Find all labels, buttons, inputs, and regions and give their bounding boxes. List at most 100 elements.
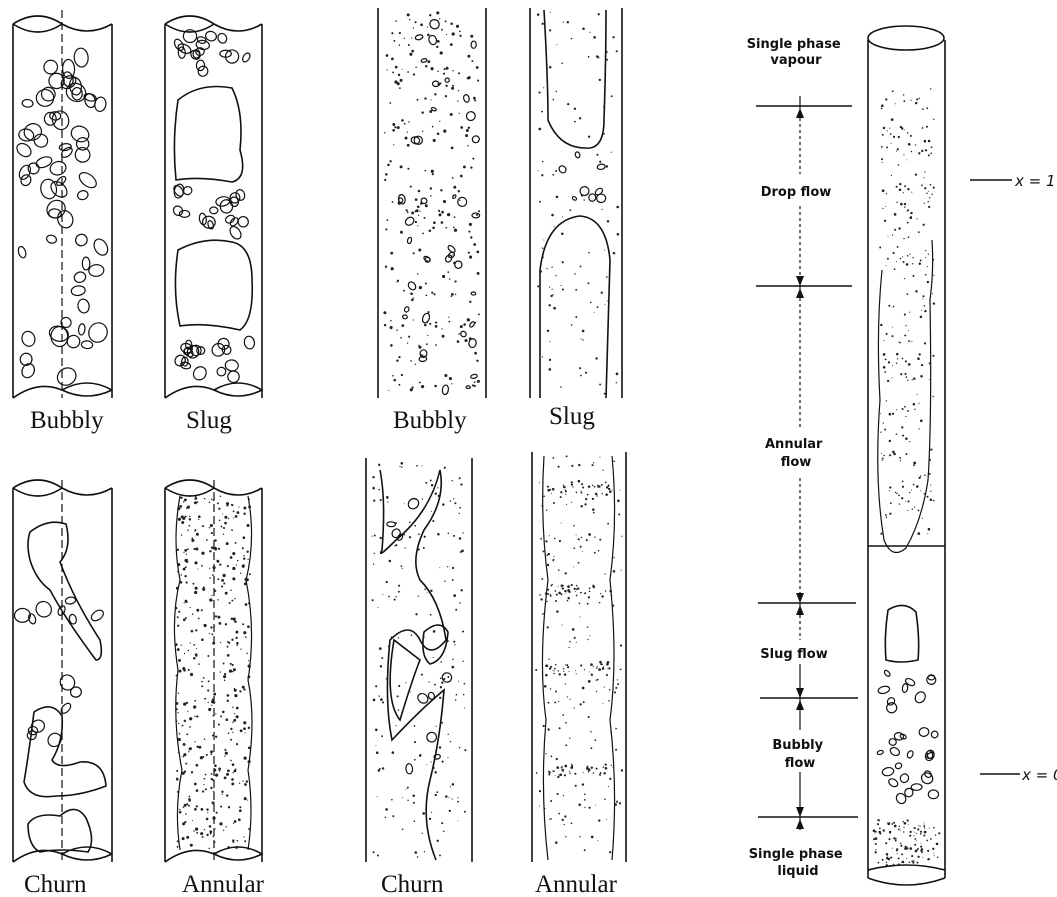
droplet — [582, 783, 584, 785]
droplet — [906, 263, 909, 266]
droplet — [227, 769, 230, 772]
droplet — [417, 99, 419, 101]
droplet — [610, 594, 612, 596]
droplet — [617, 683, 619, 685]
droplet — [584, 793, 586, 795]
droplet — [248, 727, 250, 729]
droplet — [567, 664, 569, 666]
droplet — [569, 209, 571, 211]
droplet — [242, 547, 244, 549]
droplet — [891, 118, 894, 121]
droplet — [188, 805, 190, 807]
droplet — [219, 770, 221, 772]
droplet — [617, 499, 620, 502]
droplet — [539, 201, 541, 203]
droplet — [573, 525, 575, 527]
droplet — [896, 150, 897, 151]
droplet — [912, 379, 913, 380]
droplet — [564, 824, 565, 825]
droplet — [600, 593, 601, 594]
droplet — [920, 419, 923, 422]
droplet — [914, 844, 916, 846]
droplet — [550, 688, 551, 689]
droplet — [419, 754, 422, 757]
droplet — [221, 579, 224, 582]
droplet — [892, 234, 893, 235]
droplet — [547, 486, 549, 488]
droplet — [433, 630, 436, 633]
droplet — [443, 200, 446, 203]
droplet — [439, 121, 440, 122]
droplet — [542, 247, 544, 249]
droplet — [550, 666, 552, 668]
droplet — [567, 597, 569, 599]
droplet — [419, 286, 422, 289]
droplet — [895, 840, 897, 842]
droplet — [890, 502, 892, 504]
droplet — [553, 502, 555, 504]
droplet — [206, 539, 208, 541]
droplet — [415, 499, 416, 500]
droplet — [190, 844, 193, 847]
bubble — [35, 88, 55, 107]
droplet — [398, 709, 399, 710]
droplet — [555, 275, 556, 276]
bubble — [416, 692, 430, 706]
droplet — [902, 256, 903, 257]
bubble — [216, 366, 227, 377]
droplet — [389, 102, 391, 104]
droplet — [450, 500, 452, 502]
droplet — [919, 826, 920, 827]
annular-flow-label: Annular flow — [765, 437, 827, 470]
droplet — [894, 213, 897, 216]
droplet — [183, 669, 186, 672]
droplet — [545, 540, 547, 542]
droplet — [896, 186, 898, 188]
droplet — [433, 293, 435, 295]
droplet — [209, 825, 212, 828]
bubble — [197, 65, 210, 78]
droplet — [242, 536, 245, 539]
droplet — [424, 97, 426, 99]
droplet — [192, 820, 193, 821]
single-phase-liquid-label: Single phase liquid — [749, 847, 848, 879]
bubble — [465, 110, 477, 122]
droplet — [542, 613, 544, 615]
droplet — [881, 104, 884, 107]
droplet — [599, 539, 601, 541]
droplet — [617, 233, 620, 236]
droplet — [211, 778, 213, 780]
droplet — [895, 103, 896, 104]
droplet — [879, 828, 881, 830]
droplet — [472, 384, 474, 386]
droplet — [231, 778, 234, 781]
droplet — [383, 311, 386, 314]
bubble — [407, 280, 417, 291]
droplet — [550, 800, 552, 802]
droplet — [556, 766, 559, 769]
droplet — [407, 787, 409, 789]
droplet — [903, 821, 904, 822]
droplet — [435, 794, 437, 796]
droplet — [247, 800, 248, 801]
droplet — [375, 685, 377, 687]
droplet — [411, 211, 414, 214]
droplet — [415, 66, 417, 68]
droplet — [925, 257, 926, 258]
droplet — [385, 816, 387, 818]
droplet — [411, 50, 414, 53]
droplet — [398, 384, 400, 386]
droplet — [933, 275, 934, 276]
droplet — [893, 822, 895, 824]
droplet — [426, 764, 427, 765]
droplet — [184, 821, 186, 823]
droplet — [197, 501, 199, 503]
droplet — [589, 635, 590, 636]
droplet — [182, 756, 184, 758]
droplet — [903, 238, 904, 239]
droplet — [195, 653, 198, 656]
droplet — [395, 522, 397, 524]
bubble — [894, 792, 907, 806]
droplet — [915, 290, 917, 292]
